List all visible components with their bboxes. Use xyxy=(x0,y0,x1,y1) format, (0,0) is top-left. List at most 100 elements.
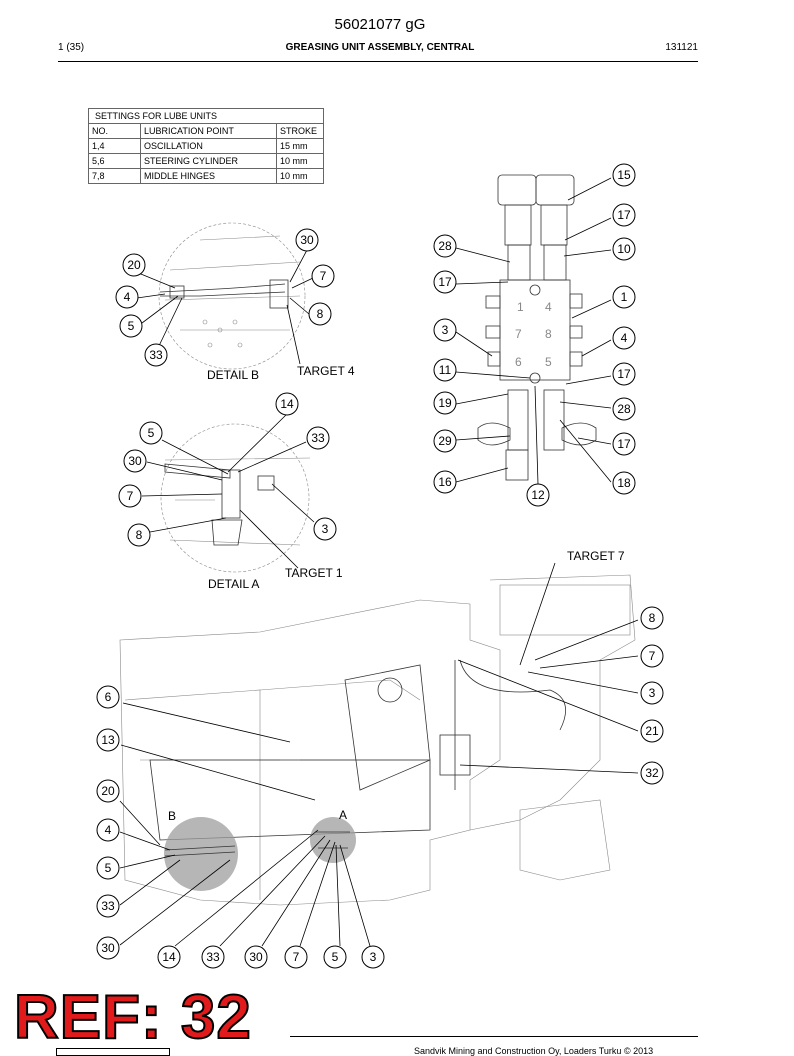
callout: 30 xyxy=(123,449,147,473)
callout: 11 xyxy=(433,358,457,382)
svg-text:10: 10 xyxy=(617,242,631,256)
page-counter: 1 (35) xyxy=(58,42,85,53)
callout: 14 xyxy=(275,392,299,416)
target-7-label: TARGET 7 xyxy=(567,549,625,563)
callout: 5 xyxy=(119,314,143,338)
callout: 29 xyxy=(433,429,457,453)
callout: 16 xyxy=(433,470,457,494)
callout: 4 xyxy=(612,326,636,350)
callout: 8 xyxy=(640,606,664,630)
callout: 8 xyxy=(127,523,151,547)
callout: 7 xyxy=(640,644,664,668)
callout: 5 xyxy=(96,856,120,880)
callout: 28 xyxy=(612,397,636,421)
callout: 8 xyxy=(308,302,332,326)
detail-a-label: DETAIL A xyxy=(208,577,259,591)
svg-text:5: 5 xyxy=(128,319,135,333)
ref-stamp: REF: 32 xyxy=(13,982,252,1053)
table-cell: 7,8 xyxy=(88,168,141,184)
svg-text:3: 3 xyxy=(442,323,449,337)
svg-text:5: 5 xyxy=(105,861,112,875)
callout: 4 xyxy=(115,285,139,309)
page-title: GREASING UNIT ASSEMBLY, CENTRAL xyxy=(285,42,475,53)
svg-text:4: 4 xyxy=(621,331,628,345)
svg-text:8: 8 xyxy=(317,307,324,321)
callout: 30 xyxy=(295,228,319,252)
callout: 1 xyxy=(612,285,636,309)
svg-text:4: 4 xyxy=(105,823,112,837)
table-cell: MIDDLE HINGES xyxy=(140,168,277,184)
detail-b-callouts: 30 20 7 4 8 5 33 xyxy=(115,228,335,367)
callout: 12 xyxy=(526,483,550,507)
svg-text:7: 7 xyxy=(649,649,656,663)
callout: 13 xyxy=(96,728,120,752)
footer-rule xyxy=(290,1036,698,1037)
detail-b-label: DETAIL B xyxy=(207,368,259,382)
callout: 5 xyxy=(323,945,347,969)
callout: 33 xyxy=(201,945,225,969)
callout: 3 xyxy=(433,318,457,342)
svg-text:8: 8 xyxy=(136,528,143,542)
callout: 15 xyxy=(612,163,636,187)
table-row: 7,8 MIDDLE HINGES 10 mm xyxy=(88,168,324,184)
svg-text:29: 29 xyxy=(438,434,452,448)
svg-text:28: 28 xyxy=(617,402,631,416)
table-cell: 10 mm xyxy=(276,168,324,184)
svg-text:17: 17 xyxy=(617,208,631,222)
callout: 4 xyxy=(96,818,120,842)
callout: 10 xyxy=(612,237,636,261)
callout: 33 xyxy=(144,343,168,367)
callout: 33 xyxy=(96,894,120,918)
distributor-callouts: 15 17 28 10 17 1 3 4 11 17 19 28 29 17 1… xyxy=(433,163,636,507)
header-rule xyxy=(58,61,698,62)
svg-text:5: 5 xyxy=(148,426,155,440)
svg-text:33: 33 xyxy=(149,348,163,362)
callout: 7 xyxy=(284,945,308,969)
port-number: 1 xyxy=(517,300,524,314)
callout: 17 xyxy=(612,362,636,386)
svg-text:7: 7 xyxy=(293,950,300,964)
callout: 28 xyxy=(433,234,457,258)
svg-text:14: 14 xyxy=(162,950,176,964)
svg-text:12: 12 xyxy=(531,488,545,502)
svg-text:1: 1 xyxy=(621,290,628,304)
table-row: 1,4 OSCILLATION 15 mm xyxy=(88,138,324,154)
footer-copyright: Sandvik Mining and Construction Oy, Load… xyxy=(414,1046,654,1056)
svg-text:30: 30 xyxy=(101,941,115,955)
svg-text:4: 4 xyxy=(124,290,131,304)
svg-text:11: 11 xyxy=(439,363,452,377)
port-number: 5 xyxy=(545,355,552,369)
svg-text:32: 32 xyxy=(645,766,659,780)
main-callouts: 8 7 6 3 13 21 32 20 4 5 33 30 14 33 30 7… xyxy=(96,606,664,969)
callout: 3 xyxy=(313,517,337,541)
svg-text:20: 20 xyxy=(101,784,115,798)
detail-a-drawing: DETAIL A TARGET 1 xyxy=(141,413,343,591)
svg-text:16: 16 xyxy=(438,475,452,489)
callout: 30 xyxy=(244,945,268,969)
callout: 20 xyxy=(122,253,146,277)
svg-text:5: 5 xyxy=(332,950,339,964)
svg-text:3: 3 xyxy=(322,522,329,536)
machine-drawing: B A TARGET 7 xyxy=(119,549,639,947)
svg-text:7: 7 xyxy=(127,489,134,503)
callout: 7 xyxy=(311,264,335,288)
callout: 33 xyxy=(306,426,330,450)
callout: 30 xyxy=(96,936,120,960)
port-number: 6 xyxy=(515,355,522,369)
svg-text:21: 21 xyxy=(645,724,659,738)
svg-text:30: 30 xyxy=(128,454,142,468)
callout: 18 xyxy=(612,471,636,495)
svg-text:17: 17 xyxy=(617,437,631,451)
view-a-label: A xyxy=(339,808,347,822)
callout: 17 xyxy=(612,432,636,456)
svg-text:3: 3 xyxy=(649,686,656,700)
callout: 6 xyxy=(96,685,120,709)
svg-text:33: 33 xyxy=(206,950,220,964)
view-b-label: B xyxy=(168,809,176,823)
date-code: 131121 xyxy=(665,42,698,53)
document-number: 56021077 gG xyxy=(334,16,426,33)
port-number: 7 xyxy=(515,327,522,341)
port-number: 4 xyxy=(545,300,552,314)
svg-text:33: 33 xyxy=(101,899,115,913)
